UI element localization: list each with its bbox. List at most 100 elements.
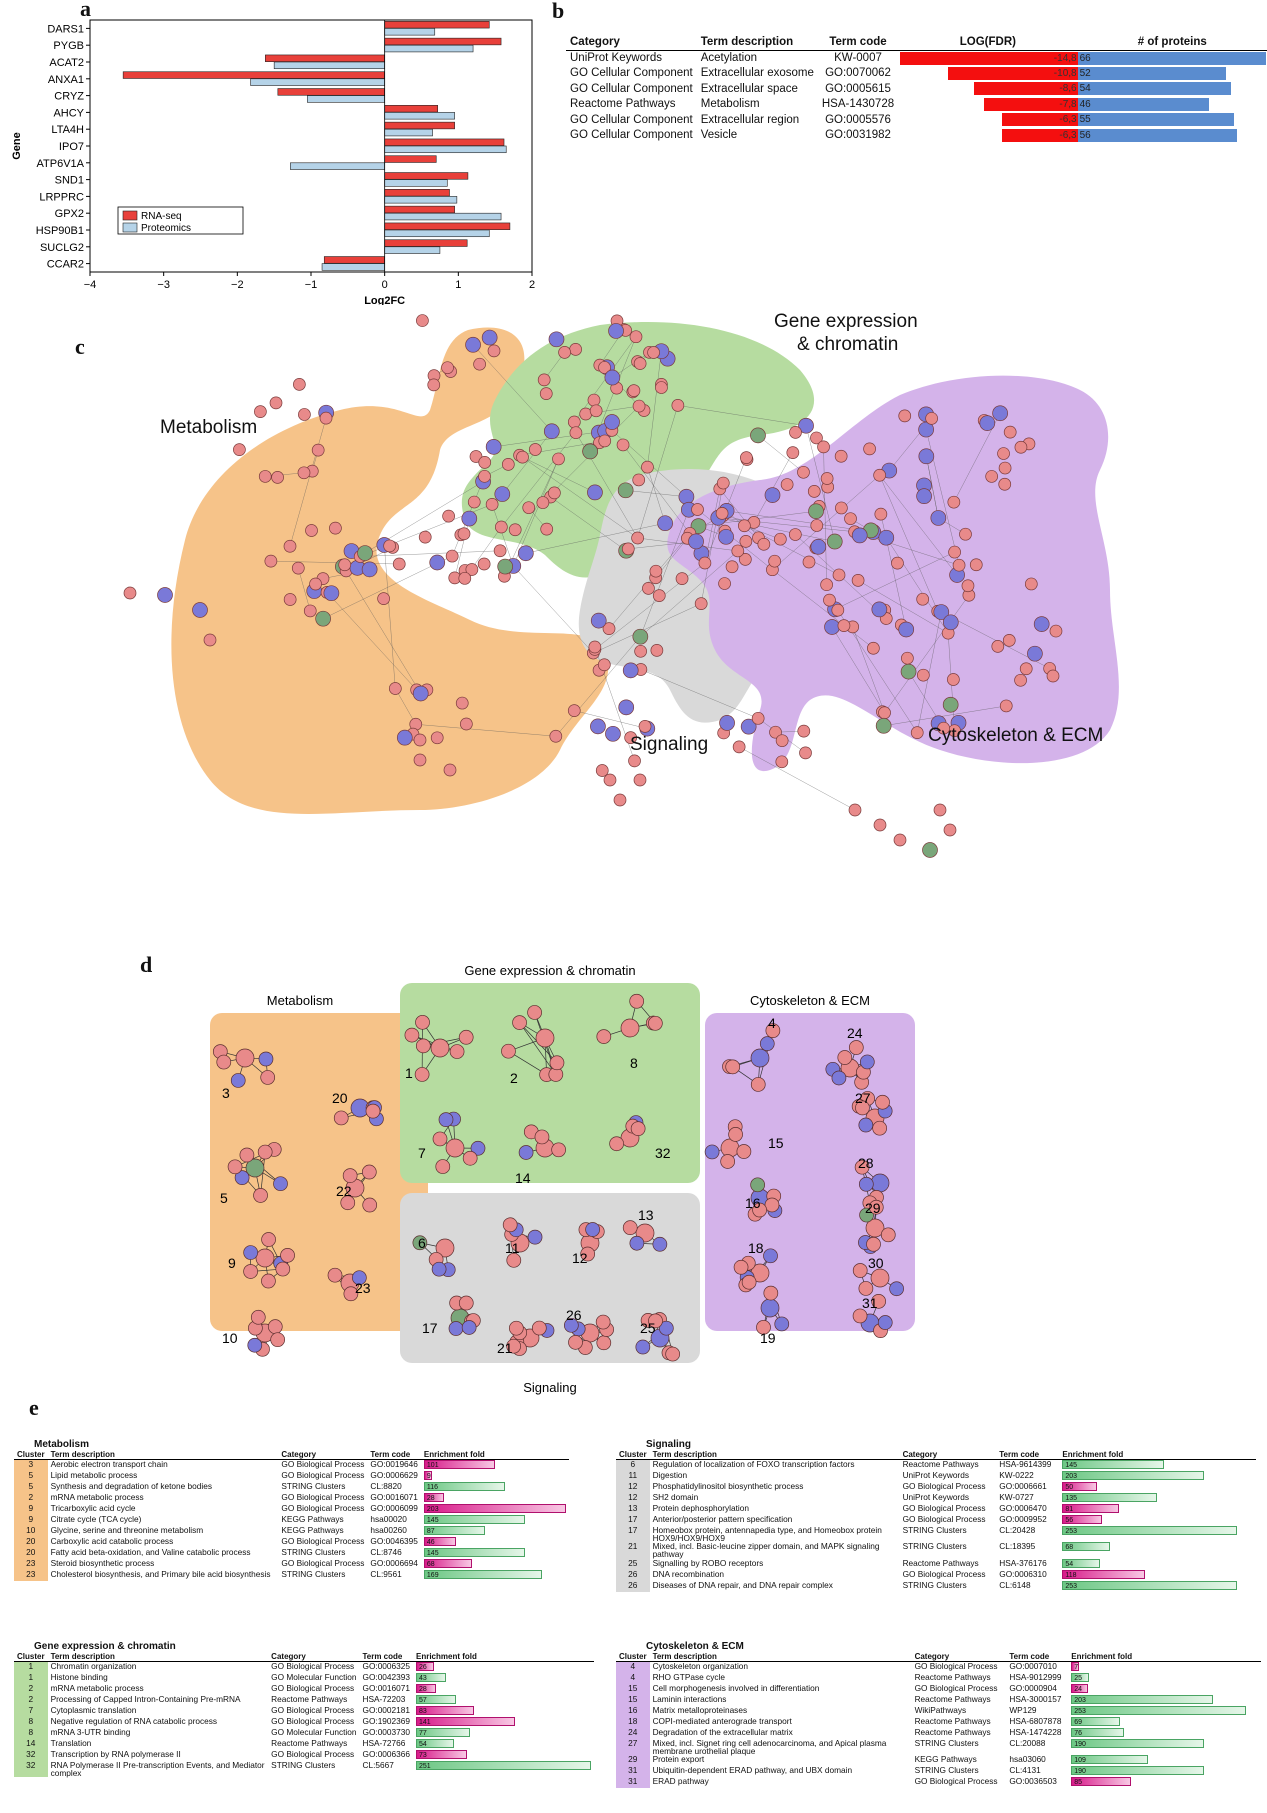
box-cytoskeleton: [705, 1013, 915, 1331]
table-b-row: GO Cellular Component Extracellular exos…: [566, 66, 1267, 82]
enrichment-bar: 101: [423, 1460, 495, 1470]
gene-label: ANXA1: [48, 74, 84, 86]
protein-node: [590, 612, 607, 629]
cluster-node: [260, 1070, 276, 1085]
cell-category: STRING Clusters: [914, 1737, 979, 1748]
enrichment-row: 17 Anterior/posterior pattern specificat…: [616, 1514, 1256, 1526]
gene-label: PYGB: [53, 40, 84, 52]
cell-term: Cell morphogenesis involved in different…: [652, 1682, 820, 1693]
enrichment-bar: 81: [1062, 1503, 1120, 1513]
cell-cluster: 11: [616, 1470, 650, 1482]
col-enrich: Enrichment fold: [420, 1451, 569, 1460]
protein-node: [413, 753, 427, 767]
protein-node: [508, 523, 522, 537]
cluster-node: [508, 1320, 524, 1336]
cell-term: RHO GTPase cycle: [652, 1671, 725, 1682]
cell-category: Reactome Pathways: [914, 1726, 991, 1737]
protein-node: [485, 439, 502, 455]
protein-node: [469, 450, 483, 463]
protein-node: [718, 528, 734, 545]
bar-proteomics-ahcy: [384, 112, 455, 120]
protein-node: [641, 460, 654, 474]
cell-code: CL:8746: [370, 1546, 402, 1557]
cell-term: Phosphatidylinositol biosynthetic proces…: [652, 1480, 804, 1491]
protein-node: [338, 558, 352, 572]
bar-rna-seq-ahcy: [384, 105, 439, 113]
cell-cluster: 4: [616, 1661, 650, 1673]
protein-node: [624, 731, 638, 744]
cell-code: CL:18395: [999, 1541, 1036, 1552]
protein-node: [457, 527, 471, 541]
cluster-node: [257, 1144, 273, 1160]
bar-rna-seq-anxa1: [122, 71, 385, 79]
protein-node: [799, 746, 812, 760]
cluster-number-24: 24: [847, 1025, 863, 1041]
protein-node: [807, 484, 821, 498]
protein-node: [233, 443, 246, 456]
bar-rna-seq-snd1: [384, 172, 469, 180]
cell-term: Tricarboxylic acid cycle: [50, 1502, 136, 1513]
gene-label: GPX2: [55, 208, 84, 220]
enrichment-bar: 85: [1071, 1777, 1131, 1787]
cell-code: GO:0019646: [370, 1459, 418, 1469]
cell-term: Histone binding: [50, 1671, 108, 1682]
cluster-node: [258, 1051, 274, 1067]
cluster-node: [595, 1314, 611, 1330]
cluster-network-d: Metabolism Gene expression & chromatin C…: [210, 963, 915, 1395]
label-chromatin: & chromatin: [797, 334, 898, 355]
cluster-node: [750, 1177, 765, 1193]
protein-node: [494, 486, 511, 502]
cell-code: GO:0006366: [362, 1748, 410, 1759]
cluster-node: [250, 1309, 266, 1325]
bar-rna-seq-lta4h: [384, 121, 455, 130]
protein-node: [831, 603, 845, 617]
protein-node: [718, 577, 731, 590]
protein-node: [775, 734, 789, 748]
cell-term: Regulation of localization of FOXO trans…: [652, 1459, 855, 1469]
cell-cluster: 9: [14, 1503, 48, 1515]
protein-node: [543, 423, 560, 440]
cluster-node: [445, 1138, 465, 1158]
cluster-node: [243, 1245, 259, 1260]
protein-node: [657, 515, 673, 532]
protein-node: [893, 833, 907, 847]
col-cluster: Cluster: [14, 1451, 48, 1460]
cluster-node: [449, 1044, 465, 1059]
cluster-node: [871, 1294, 886, 1309]
cluster-node: [648, 1015, 663, 1031]
protein-node: [632, 399, 646, 413]
cell-category: Reactome Pathways: [902, 1459, 979, 1469]
cell-category: GO Biological Process: [914, 1682, 998, 1693]
cell-term: Vesicle: [700, 129, 738, 142]
cell-category: GO Biological Process: [281, 1491, 365, 1502]
protein-node: [739, 535, 753, 548]
protein-node: [937, 721, 950, 735]
cluster-number-30: 30: [868, 1255, 884, 1271]
cluster-node: [243, 1264, 258, 1279]
cluster-node: [568, 1334, 583, 1350]
cluster-node: [750, 1077, 766, 1092]
protein-node: [652, 589, 666, 602]
legend-0: RNA-seq: [141, 211, 182, 222]
cell-code: GO:0042393: [362, 1671, 410, 1682]
cluster-node: [704, 1144, 720, 1160]
logfdr-bar: -6,3: [1002, 113, 1078, 126]
cell-term: Extracellular exosome: [700, 67, 814, 80]
cluster-node: [414, 1067, 430, 1082]
cell-term: DNA recombination: [652, 1568, 725, 1579]
cell-category: STRING Clusters: [902, 1579, 967, 1590]
table-b-row: GO Cellular Component Extracellular spac…: [566, 81, 1267, 97]
enrichment-row: 4 Cytoskeleton organization GO Biologica…: [616, 1661, 1261, 1673]
col-term: Term description: [649, 1653, 912, 1662]
protein-node: [377, 592, 390, 606]
protein-node: [617, 482, 634, 499]
cluster-number-5: 5: [220, 1190, 228, 1206]
col-cluster: Cluster: [616, 1451, 650, 1460]
cell-cluster: 32: [14, 1760, 48, 1778]
enrichment-row: 21 Mixed, incl. Basic-leucine zipper dom…: [616, 1542, 1256, 1559]
protein-node: [297, 466, 311, 480]
protein-node: [731, 544, 745, 558]
enrichment-row: 3 Aerobic electron transport chain GO Bi…: [14, 1459, 569, 1471]
protein-node: [485, 498, 499, 511]
protein-node: [1024, 577, 1038, 591]
